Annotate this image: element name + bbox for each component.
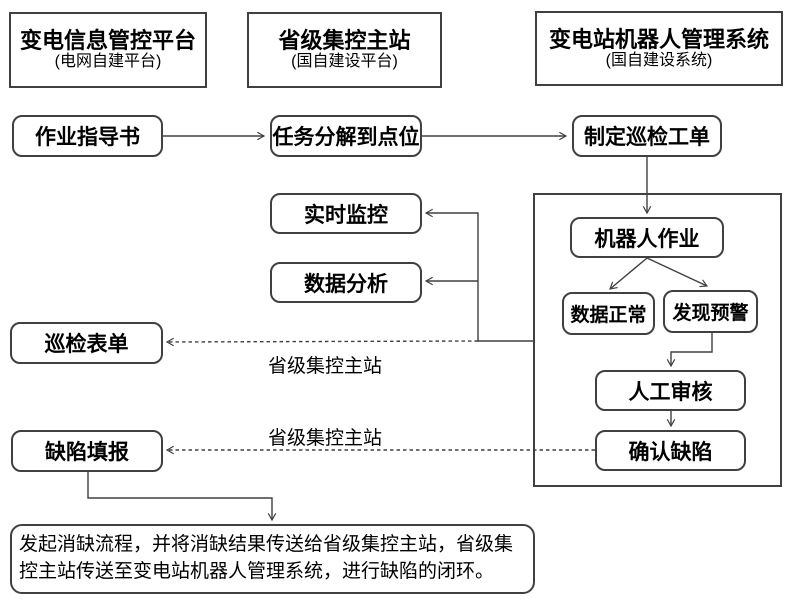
bottom-note: 发起消缺流程，并将消缺结果传送给省级集控主站，省级集控主站传送至变电站机器人管理…	[10, 524, 535, 594]
node-defect-report: 缺陷填报	[11, 430, 163, 472]
header-subtitle: (国自建设平台)	[291, 53, 398, 71]
node-confirm-defect: 确认缺陷	[595, 430, 746, 471]
edge-label-provincial-station-bottom: 省级集控主站	[268, 428, 383, 449]
node-robot-work: 机器人作业	[570, 217, 724, 258]
header-provincial-master-station: 省级集控主站 (国自建设平台)	[247, 12, 442, 88]
header-subtitle: (国自建设系统)	[605, 51, 713, 69]
node-create-inspection-order: 制定巡检工单	[572, 115, 722, 157]
node-inspection-form: 巡检表单	[10, 322, 163, 364]
node-data-normal: 数据正常	[562, 292, 655, 335]
edge-label-provincial-station-top: 省级集控主站	[268, 356, 383, 377]
node-manual-review: 人工审核	[595, 370, 746, 411]
edge-frame-to-monitor	[424, 208, 533, 342]
edge-dashed-to-inspection-form	[165, 337, 479, 347]
header-substation-info-platform: 变电信息管控平台 (电网自建平台)	[9, 12, 207, 88]
node-data-analysis: 数据分析	[270, 262, 422, 303]
header-title: 省级集控主站	[278, 28, 411, 54]
edge-robot-to-normal	[609, 257, 648, 290]
header-subtitle: (电网自建平台)	[54, 53, 162, 71]
header-robot-management-system: 变电站机器人管理系统 (国自建设系统)	[535, 11, 783, 86]
header-title: 变电站机器人管理系统	[548, 26, 769, 52]
header-title: 变电信息管控平台	[19, 28, 196, 54]
node-realtime-monitor: 实时监控	[270, 193, 422, 234]
node-task-decompose: 任务分解到点位	[270, 115, 422, 157]
edge-report-to-note	[87, 472, 277, 522]
edge-robot-to-alarm	[646, 257, 709, 288]
edge-alarm-to-review	[666, 333, 713, 368]
node-work-guide: 作业指导书	[12, 115, 163, 157]
node-alarm-found: 发现预警	[663, 290, 758, 333]
